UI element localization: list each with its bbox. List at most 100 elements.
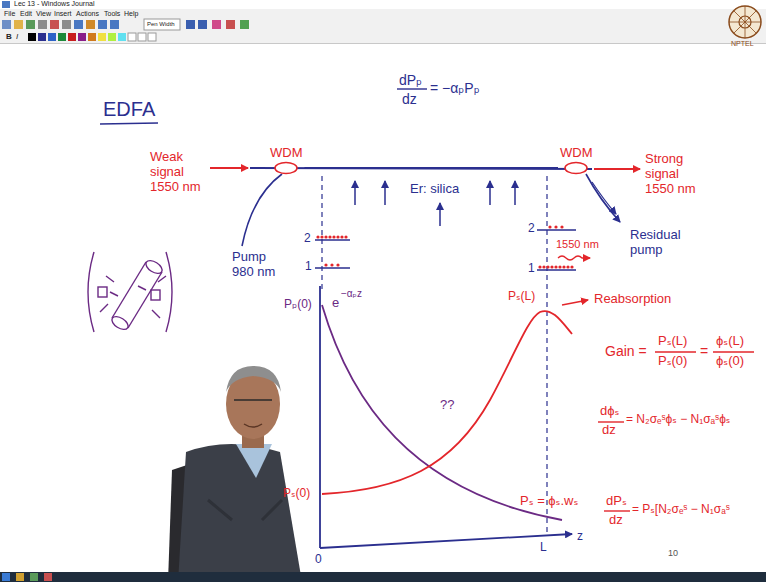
population-dots: [340, 235, 343, 238]
handwritten-label: 1550 nm: [556, 238, 599, 251]
lecturer-video: [208, 500, 282, 520]
pump-coupling-line: [242, 174, 282, 246]
fiber-sketch: [100, 276, 166, 318]
pump-absorption-arrow: [355, 181, 515, 226]
handwritten-label: 10: [668, 548, 678, 558]
handwritten-label: Pₚ(0): [284, 298, 312, 312]
window-chrome: [0, 0, 766, 44]
fiber-sketch: [166, 252, 172, 332]
fiber-line: [250, 168, 592, 169]
handwritten-label: Pₛ(L): [658, 334, 687, 349]
handwritten-label: Pₛ = ϕₛ.wₛ: [520, 494, 578, 509]
population-dots: [316, 235, 319, 238]
lecturer-video: [178, 444, 302, 582]
handwritten-label: Insert: [54, 10, 72, 18]
taskbar: [0, 572, 766, 582]
handwritten-label: dz: [402, 91, 417, 107]
handwritten-label: Pₛ(0): [283, 487, 310, 501]
reabsorption-arrow: [562, 300, 588, 305]
window-chrome: [118, 33, 126, 41]
window-chrome: [240, 20, 249, 29]
pump-absorption-arrow: [489, 181, 491, 205]
window-chrome: [2, 1, 10, 8]
handwritten-label: = Pₛ[N₂σₑˢ − N₁σₐˢ: [632, 503, 730, 517]
handwritten-label: −αₚz: [341, 288, 362, 300]
fiber-sketch: [144, 258, 165, 276]
window-chrome: [28, 33, 36, 41]
fraction-bar: [604, 510, 630, 511]
population-dots: [566, 265, 569, 268]
energy-level: [315, 240, 350, 268]
handwritten-label: Tools: [104, 10, 120, 18]
taskbar: [30, 573, 38, 581]
window-chrome: [98, 33, 106, 41]
handwritten-label: dPₚ: [399, 72, 422, 88]
coupler-outline: [565, 162, 587, 173]
population-dots: [542, 265, 545, 268]
window-chrome: [0, 0, 766, 9]
fraction-bar: [397, 89, 754, 511]
population-dots: [328, 235, 331, 238]
handwritten-label: 2: [304, 232, 311, 246]
handwritten-label: ??: [440, 398, 454, 413]
wdm-coupler: WDM: [268, 146, 305, 175]
fiber-sketch: [128, 272, 162, 328]
pump-absorption-arrow: [514, 181, 516, 205]
coupler-outline: [275, 162, 297, 173]
pump-coupling-line: [242, 174, 282, 246]
window-chrome: [78, 33, 86, 41]
window-chrome: [50, 20, 59, 29]
fiber-line: [250, 168, 592, 169]
nptel-logo: [729, 6, 761, 38]
handwritten-label: View: [36, 10, 51, 18]
handwritten-label: B: [6, 32, 12, 41]
nptel-logo: [729, 6, 761, 38]
population-dots: [548, 225, 551, 228]
handwritten-label: NPTEL: [731, 40, 754, 48]
lecturer-video: [244, 424, 262, 427]
pump-power-curve: [322, 305, 562, 520]
signal-arrow: [210, 167, 248, 169]
fiber-sketch: [88, 252, 94, 332]
handwritten-label: =: [700, 343, 708, 359]
dashed-guide: [321, 176, 322, 290]
fraction-bar: [713, 351, 754, 352]
population-dots: [562, 265, 565, 268]
pump-absorption-arrow: [384, 181, 386, 205]
pump-absorption-arrow: [439, 203, 441, 226]
taskbar: [0, 572, 766, 582]
handwritten-label: 1: [305, 260, 312, 274]
handwritten-label: z: [577, 530, 583, 544]
handwritten-label: Strong signal 1550 nm: [645, 152, 707, 197]
lecturer-video: [234, 399, 272, 401]
handwritten-label: 2: [528, 222, 535, 236]
population-dots: [554, 265, 557, 268]
taskbar: [2, 573, 10, 581]
residual-pump-arrow: [592, 182, 616, 214]
window-chrome: [148, 33, 156, 41]
handwritten-label: EDFA: [103, 98, 155, 121]
handwritten-label: e: [332, 296, 339, 311]
window-chrome: [186, 20, 195, 29]
signal-power-curve: [322, 311, 572, 494]
handwritten-label: Weak signal 1550 nm: [150, 150, 208, 195]
population-dots: [320, 235, 323, 238]
window-chrome: [98, 20, 107, 29]
lecturer-video: [226, 366, 281, 392]
coupler-outline: [561, 161, 591, 175]
fiber-sketch: [112, 262, 146, 318]
population-dots: [558, 265, 561, 268]
lecturer-video: [236, 444, 272, 478]
handwritten-label: File: [4, 10, 15, 18]
population-dots: [324, 263, 327, 266]
title-underline: [100, 123, 158, 124]
population-dots: [330, 263, 333, 266]
handwritten-label: dz: [602, 423, 616, 438]
handwritten-label: dϕₛ: [600, 404, 619, 419]
handwritten-label: Help: [124, 10, 138, 18]
handwritten-label: Reabsorption: [594, 292, 671, 307]
fiber-connector: [305, 167, 559, 169]
residual-pump-arrow: [586, 174, 620, 222]
